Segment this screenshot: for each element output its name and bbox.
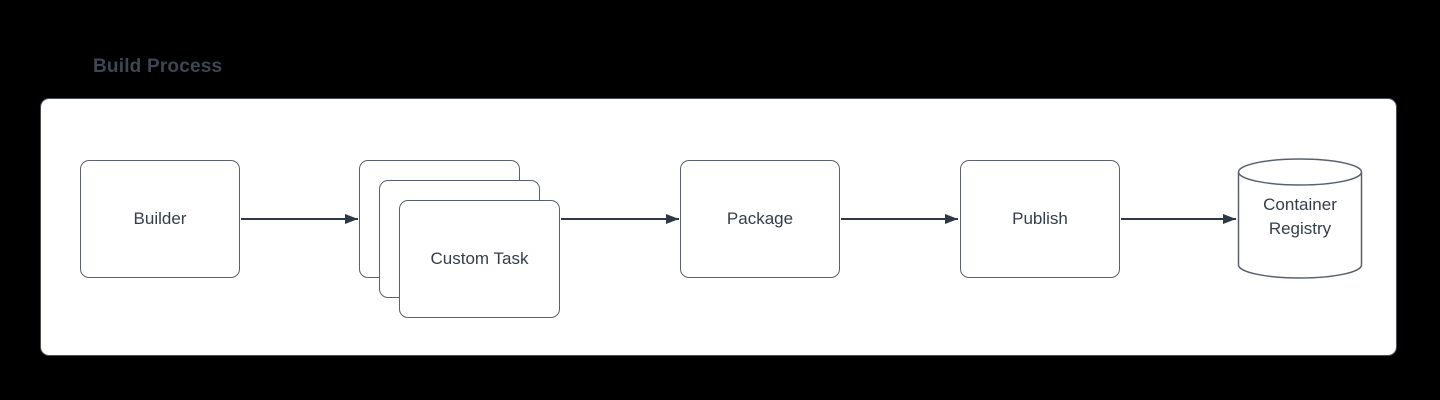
node-builder: Builder <box>80 160 240 278</box>
node-publish: Publish <box>960 160 1120 278</box>
node-container-registry-label-line1: Container <box>1263 195 1337 214</box>
cylinder-shape-container-registry <box>1237 158 1363 279</box>
node-builder-label: Builder <box>133 209 187 228</box>
node-package: Package <box>680 160 840 278</box>
node-custom-task-card-front: Custom Task <box>399 200 560 318</box>
node-container-registry-label: Container Registry <box>1240 193 1360 241</box>
node-container-registry-label-line2: Registry <box>1268 219 1332 238</box>
diagram-title: Build Process <box>93 56 223 77</box>
node-publish-label: Publish <box>1012 209 1068 228</box>
node-package-label: Package <box>726 209 794 228</box>
node-custom-task-label: Custom Task <box>430 249 529 268</box>
